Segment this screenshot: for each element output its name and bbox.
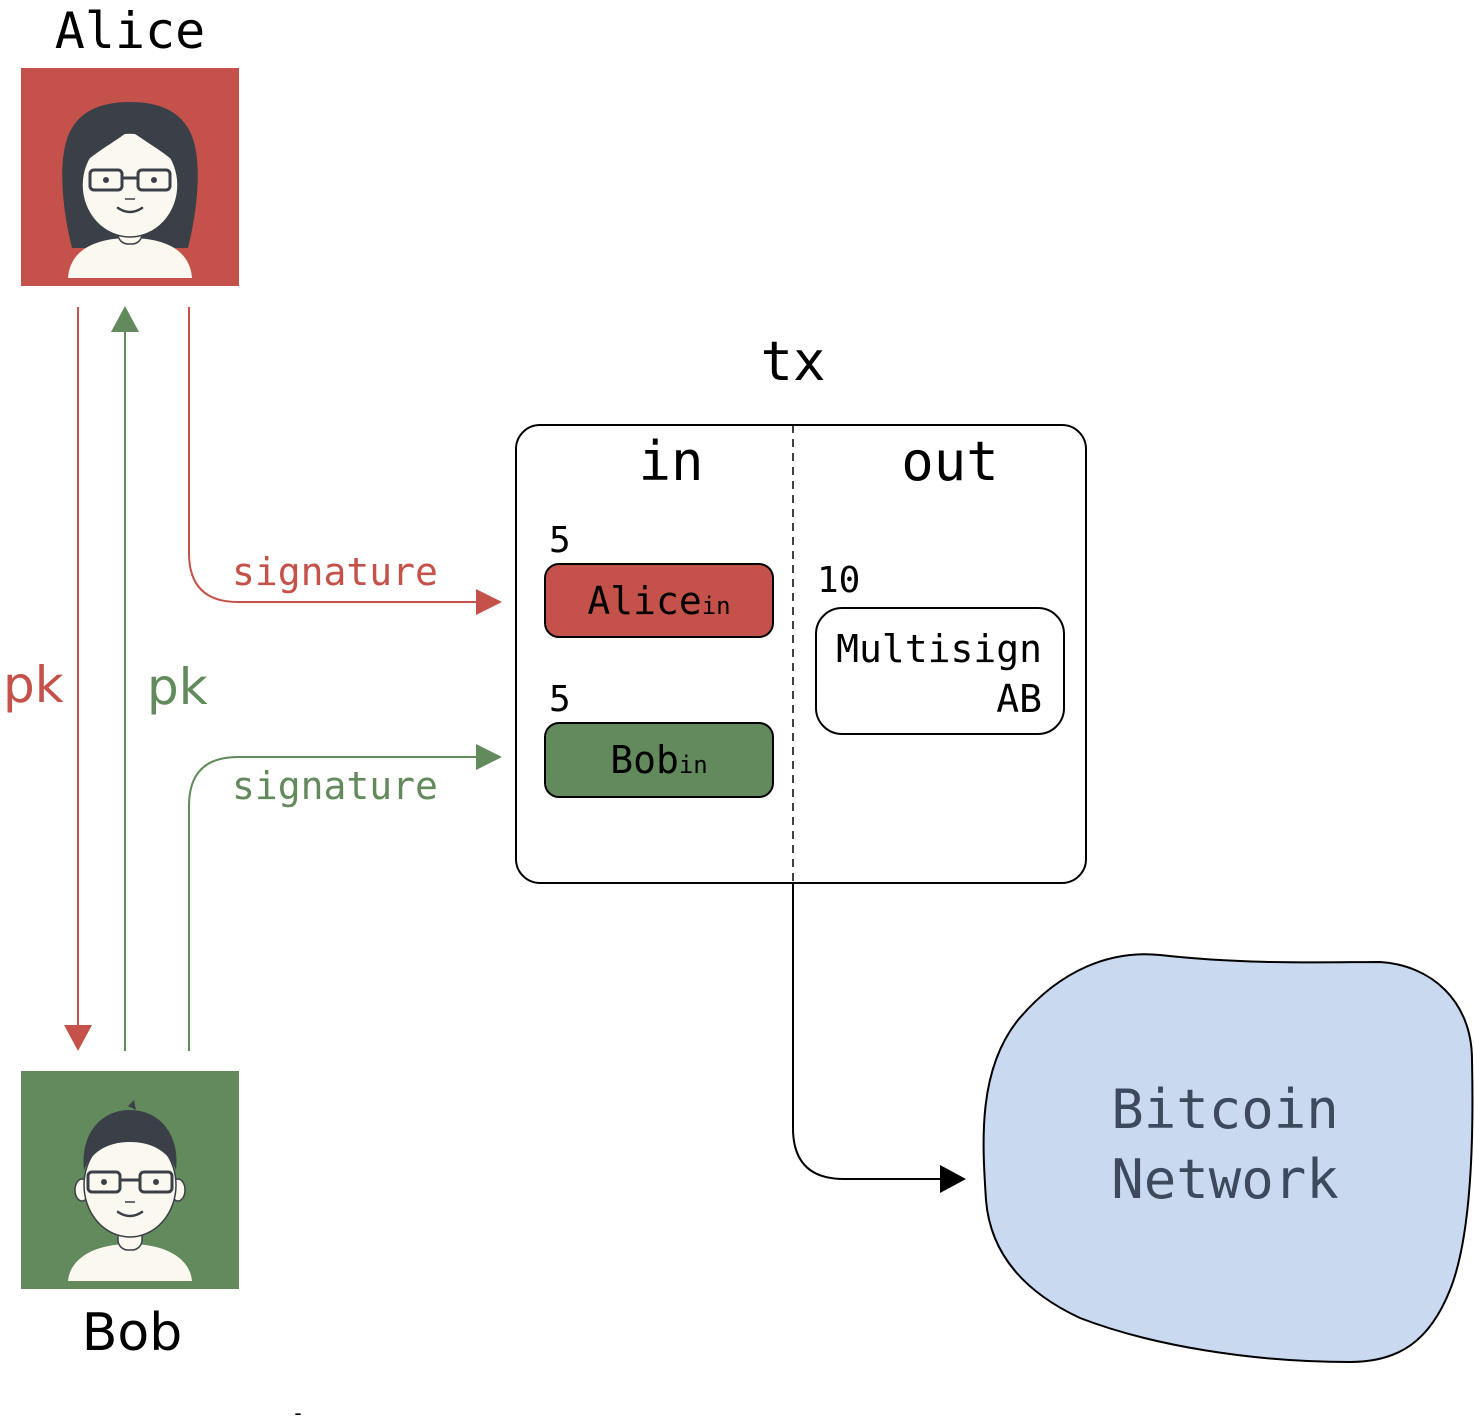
alice-avatar (21, 68, 239, 286)
network-line1: Bitcoin (1111, 1078, 1339, 1141)
bob-signature-arrow (188, 756, 478, 1051)
alice-pk-label: pk (3, 656, 64, 714)
output-line1: Multisign (836, 627, 1042, 671)
network-line2: Network (1111, 1148, 1339, 1211)
tx-in-header: in (638, 430, 703, 493)
bitcoin-network-cloud (982, 953, 1474, 1364)
bob-pk-label: pk (147, 658, 208, 716)
alice-input-label: Alicein (587, 579, 730, 623)
bob-input-box (544, 722, 774, 798)
bob-pk-arrowhead (111, 306, 139, 332)
bob-avatar (21, 1071, 239, 1289)
broadcast-arrow (792, 883, 942, 1180)
bob-signature-label: signature (232, 764, 438, 808)
female-avatar-icon (62, 102, 198, 278)
output-line2: AB (996, 677, 1042, 721)
bob-input-name: Bob (610, 738, 679, 782)
bob-input-subscript: in (679, 751, 708, 779)
alice-input-amount: 5 (549, 520, 571, 561)
bob-input-amount: 5 (549, 679, 571, 720)
alice-name: Alice (55, 2, 206, 60)
output-amount: 10 (817, 560, 860, 601)
alice-signature-arrow (188, 307, 478, 603)
male-avatar-icon (68, 1100, 192, 1281)
alice-signature-arrowhead (476, 589, 502, 615)
tx-title: tx (760, 330, 825, 393)
output-box (815, 607, 1065, 735)
bob-signature-arrowhead (476, 744, 502, 770)
alice-signature-label: signature (232, 550, 438, 594)
broadcast-arrowhead (940, 1165, 966, 1193)
alice-input-box (544, 563, 774, 638)
alice-input-subscript: in (702, 592, 731, 620)
alice-input-name: Alice (587, 579, 701, 623)
bob-input-label: Bobin (610, 738, 708, 782)
alice-pk-arrowhead (64, 1025, 92, 1051)
tx-out-header: out (901, 430, 999, 493)
footer-mark: - (294, 1401, 301, 1423)
bob-name: Bob (82, 1303, 183, 1363)
